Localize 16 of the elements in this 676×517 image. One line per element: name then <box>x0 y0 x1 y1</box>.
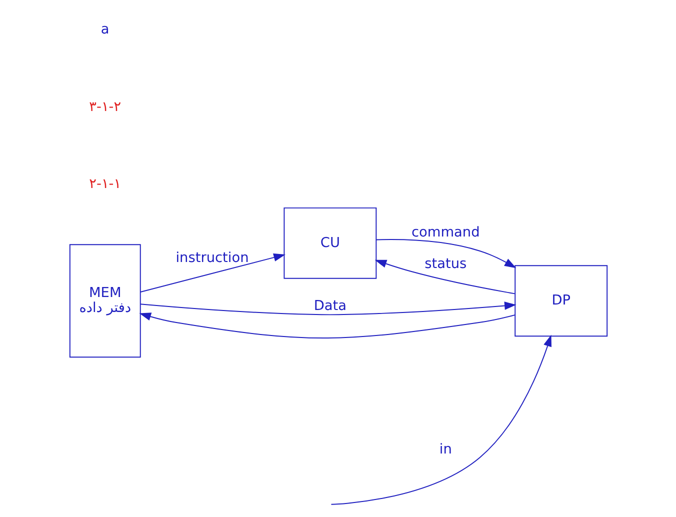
arrow <box>140 302 516 316</box>
arrow <box>140 253 285 292</box>
label: a <box>100 21 109 38</box>
arrow <box>374 260 515 294</box>
arrow <box>375 239 516 268</box>
edge-label: instruction <box>175 250 248 266</box>
edge-label: in <box>438 442 452 458</box>
edge-label: command <box>410 224 480 241</box>
node-box: DP <box>514 265 608 337</box>
node-box: CU <box>283 207 376 279</box>
label: ۲-۱-۱ <box>88 176 121 192</box>
edge-label: status <box>424 256 466 272</box>
arrow <box>330 334 551 505</box>
edge-label: Data <box>313 298 346 314</box>
arrow <box>138 312 516 338</box>
label: ۳-۱-۲ <box>88 98 121 115</box>
